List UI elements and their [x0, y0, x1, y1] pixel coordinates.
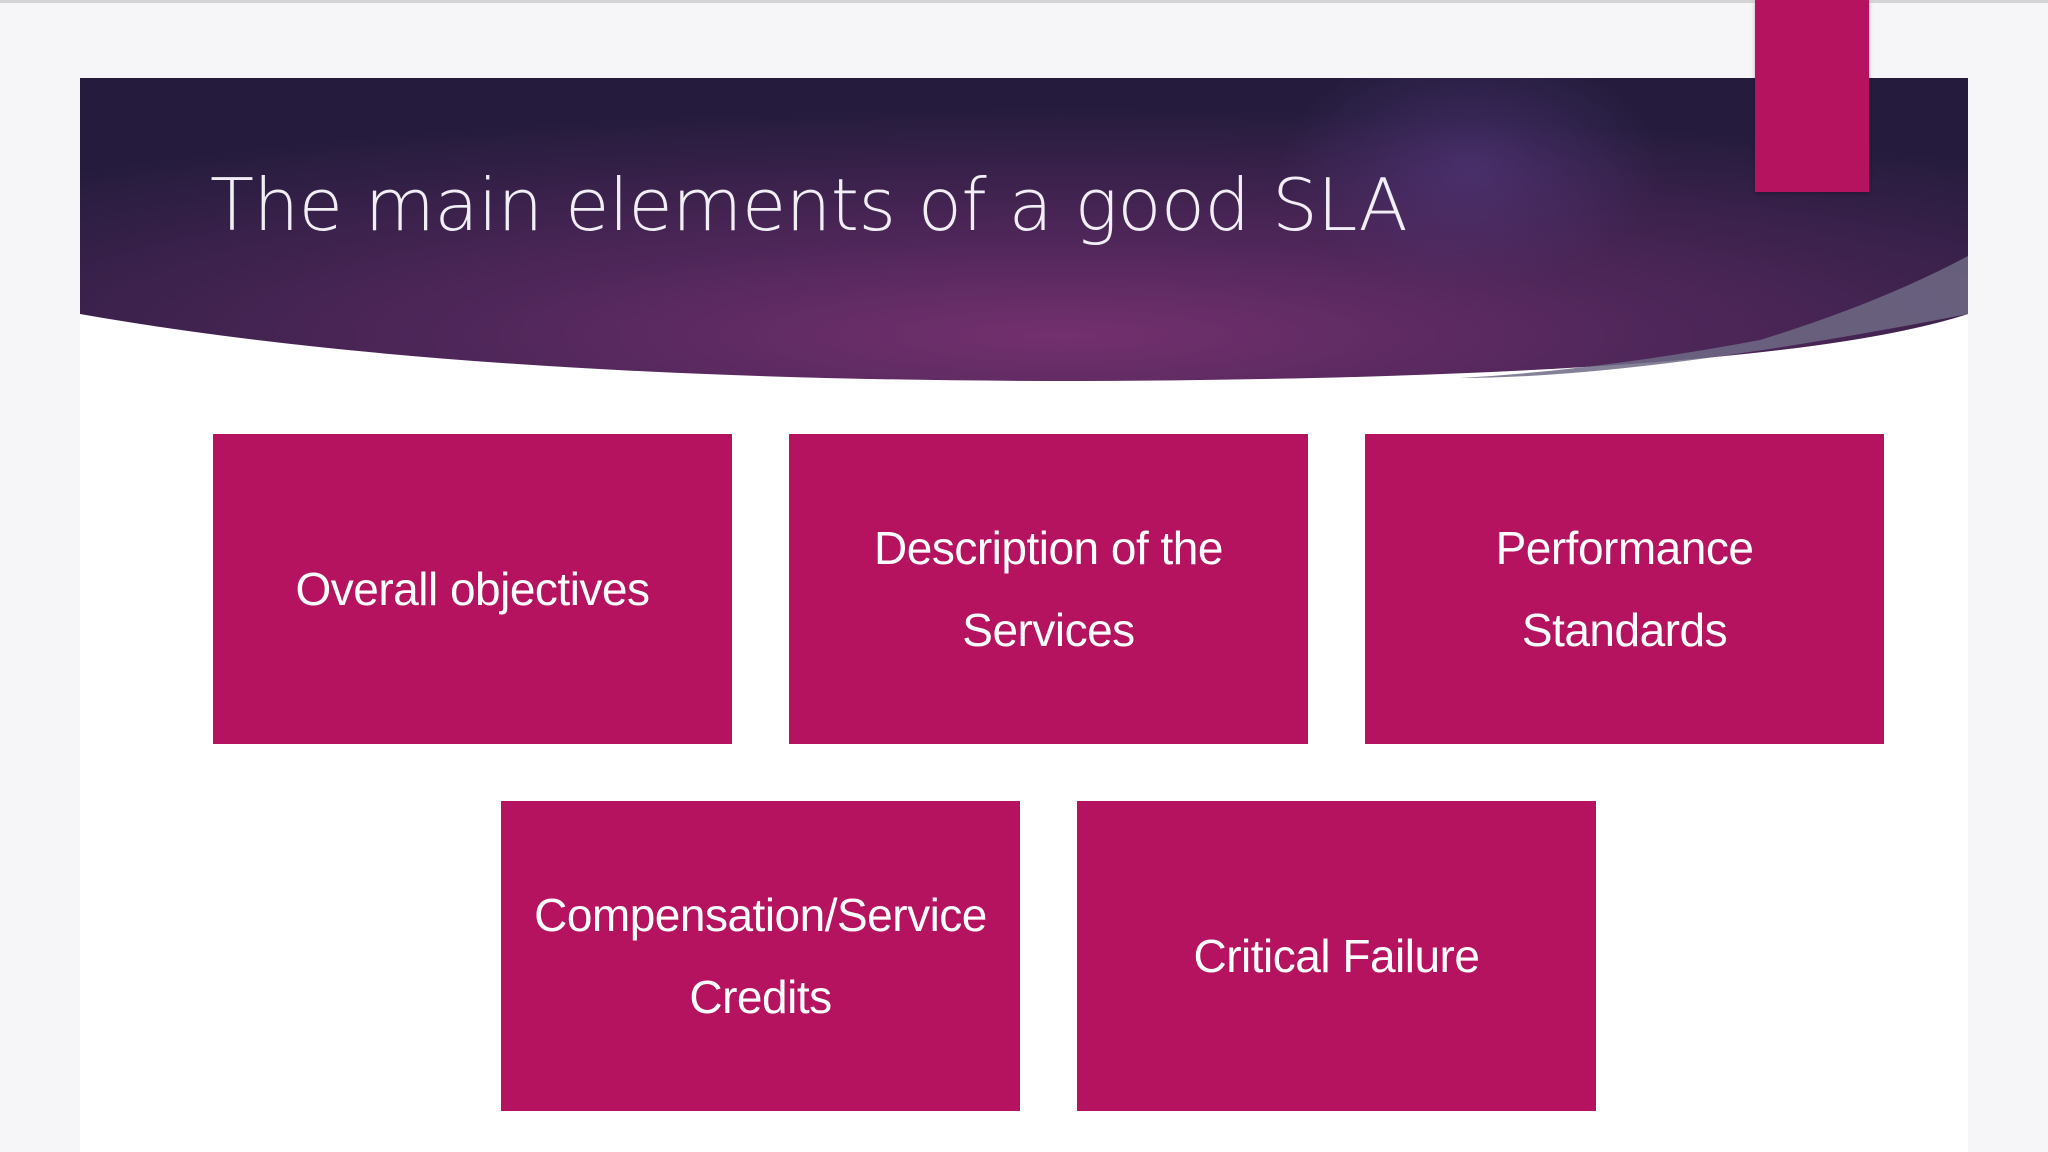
slide-title: The main elements of a good SLA [210, 163, 1408, 247]
element-box-label: Description of the Services [874, 522, 1223, 656]
element-box-label: Critical Failure [1193, 930, 1480, 982]
element-box-label: Compensation/Service Credits [534, 889, 987, 1023]
element-box-critical-failure: Critical Failure [1077, 801, 1596, 1111]
title-banner [80, 78, 1968, 383]
element-box-label: Overall objectives [295, 563, 650, 615]
accent-tab [1755, 0, 1869, 192]
element-box-performance-standards: Performance Standards [1365, 434, 1884, 744]
banner-graphic [80, 78, 1968, 381]
banner-swoosh [1460, 256, 1968, 378]
element-box-description-of-services: Description of the Services [789, 434, 1308, 744]
window-top-edge [0, 0, 2048, 3]
element-box-label: Performance Standards [1495, 522, 1754, 656]
element-box-compensation-service-credits: Compensation/Service Credits [501, 801, 1020, 1111]
element-box-overall-objectives: Overall objectives [213, 434, 732, 744]
banner-glow [1280, 78, 1660, 288]
